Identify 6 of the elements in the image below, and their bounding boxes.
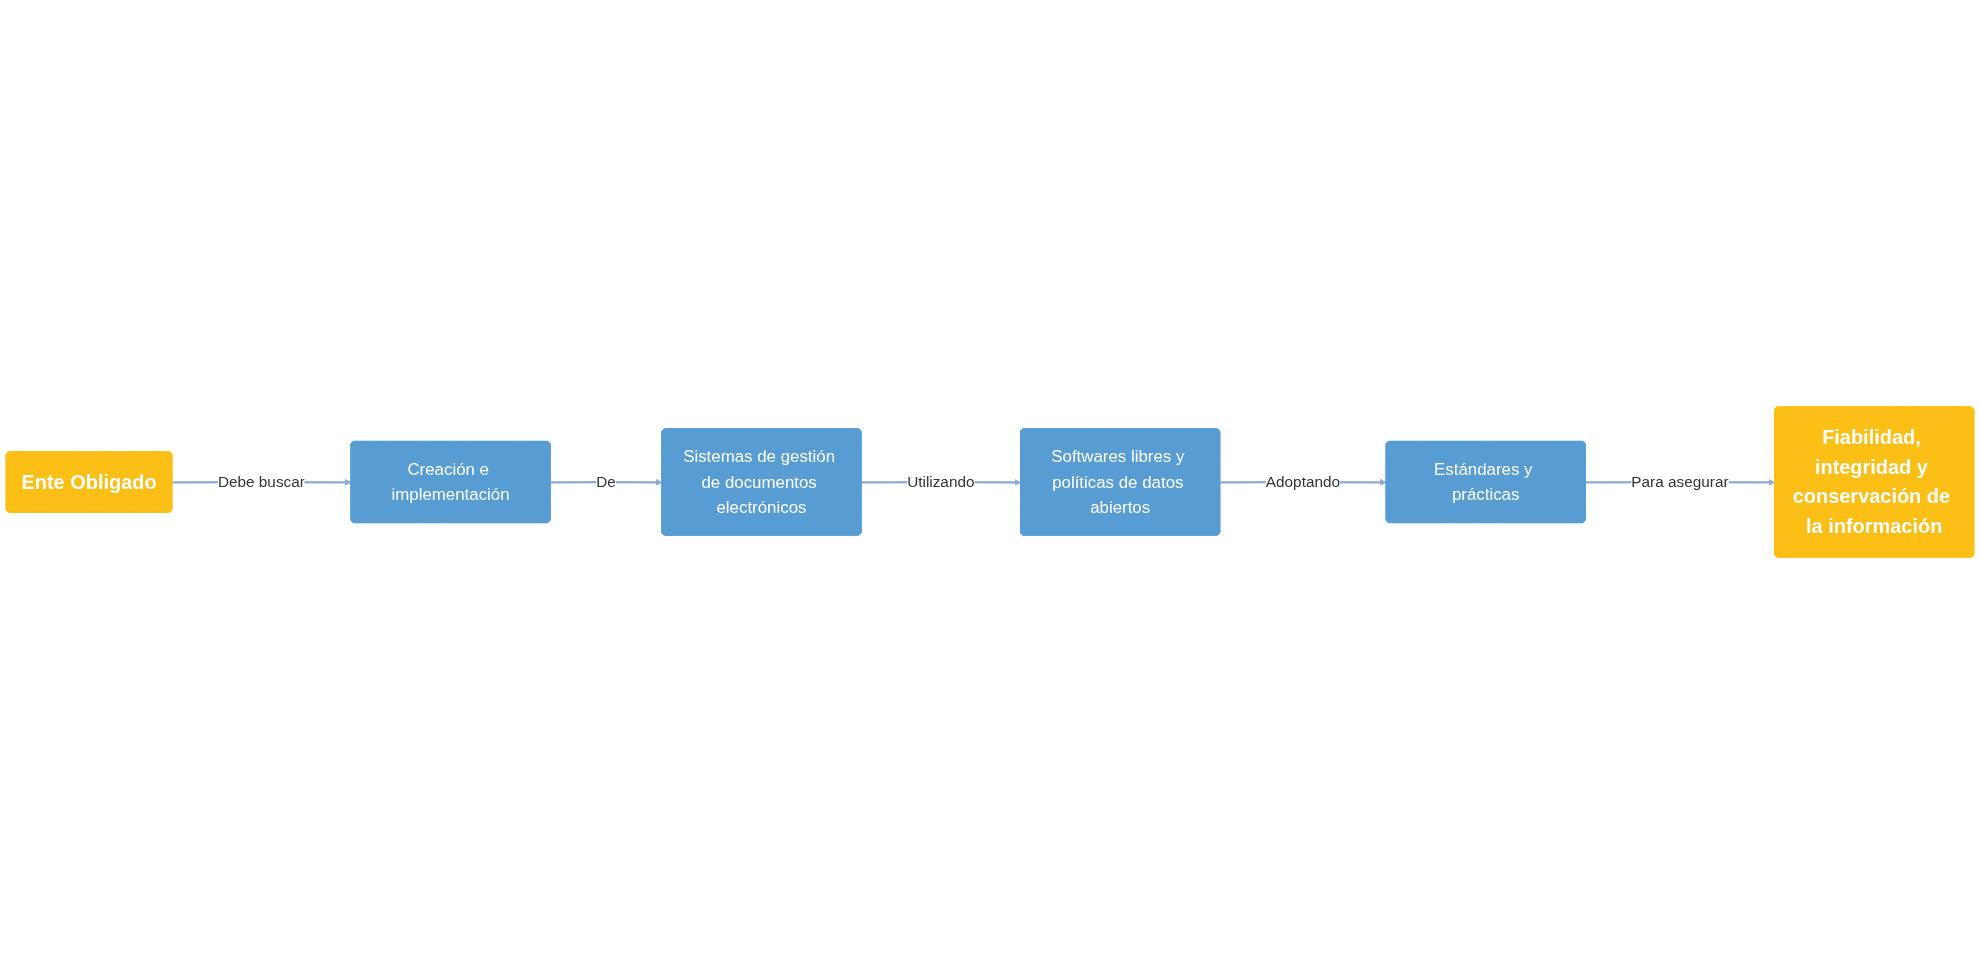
- edge-label: Debe buscar: [217, 473, 305, 491]
- arrow: [550, 478, 663, 486]
- edge-label: Para asegurar: [1631, 473, 1729, 491]
- edge-label: De: [596, 473, 616, 491]
- edge-label: Adoptando: [1265, 473, 1341, 491]
- edge-label: Utilizando: [907, 473, 975, 491]
